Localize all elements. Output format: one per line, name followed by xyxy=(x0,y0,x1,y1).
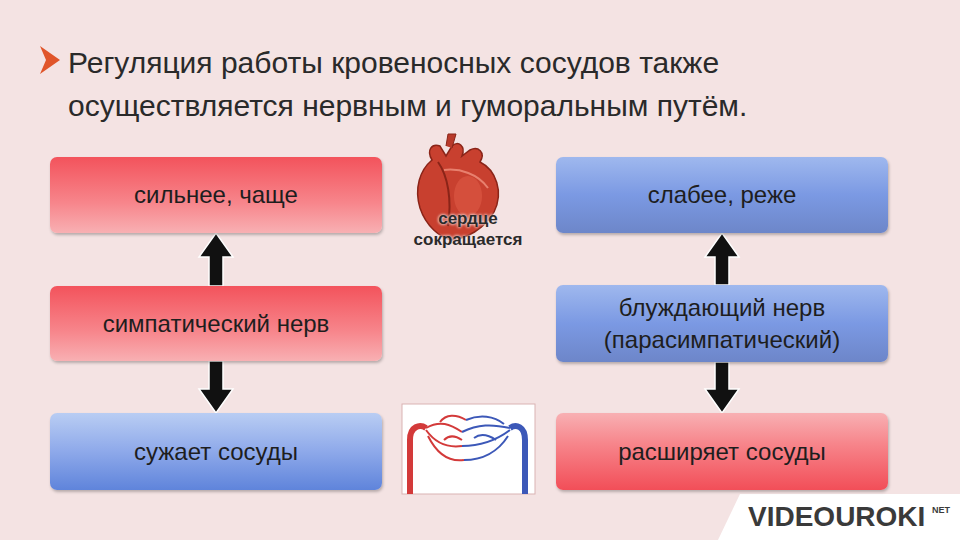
watermark: VIDEOUROKI xyxy=(748,500,938,534)
vessel-effect-box: сужает сосуды xyxy=(50,413,382,490)
watermark-tab xyxy=(718,494,960,540)
block-arrow xyxy=(705,362,739,413)
box-text: сужает сосуды xyxy=(134,436,298,467)
effect-box: слабее, реже xyxy=(556,157,888,233)
nerve-box: блуждающий нерв (парасимпатический) xyxy=(556,285,888,362)
box-text: слабее, реже xyxy=(648,179,797,210)
effect-box: сильнее, чаще xyxy=(50,157,382,233)
nerve-box: симпатический нерв xyxy=(50,286,382,361)
box-text: блуждающий нерв (парасимпатический) xyxy=(568,292,876,354)
bullet-arrow xyxy=(40,46,60,74)
watermark-suffix: NET xyxy=(932,506,956,515)
capillary-illustration xyxy=(402,404,535,494)
block-arrow xyxy=(199,233,233,286)
box-text: симпатический нерв xyxy=(103,308,330,339)
slide-title: Регуляция работы кровеносных сосудов так… xyxy=(68,42,928,127)
box-text: расширяет сосуды xyxy=(618,436,826,467)
block-arrow xyxy=(199,361,233,413)
heart-caption: сердце сокращается xyxy=(388,208,548,251)
box-text: сильнее, чаще xyxy=(134,179,298,210)
block-arrow xyxy=(705,233,739,285)
vessel-effect-box: расширяет сосуды xyxy=(556,413,888,490)
